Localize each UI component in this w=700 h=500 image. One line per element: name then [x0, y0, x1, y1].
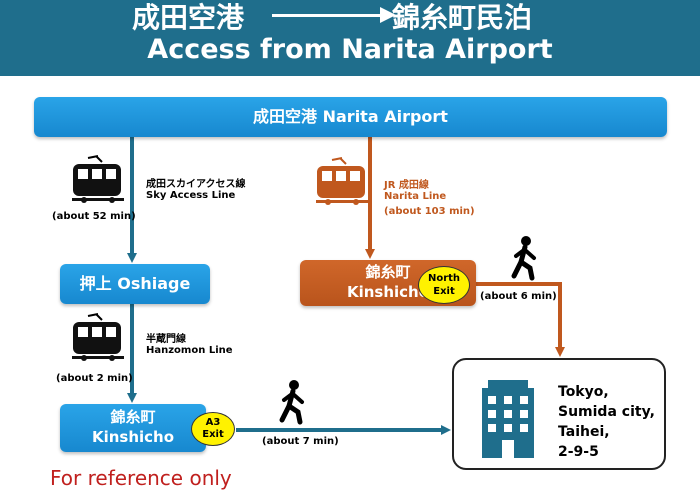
label-hanzomon-time: (about 2 min): [56, 373, 133, 384]
destination-line: Tokyo,: [558, 384, 609, 400]
destination-line: Taihei,: [558, 424, 610, 440]
label-hanzomon-en: Hanzomon Line: [146, 345, 233, 356]
reference-note: For reference only: [50, 466, 232, 490]
header-banner: 成田空港 錦糸町民泊 Access from Narita Airport: [0, 0, 700, 76]
node-kinshicho-subway-jp: 錦糸町: [110, 408, 156, 426]
arrow-north-walk-to-destination: [472, 282, 565, 357]
badge-a3-exit: A3 Exit: [191, 412, 235, 446]
title-from: 成田空港: [132, 1, 245, 34]
node-kinshicho-jr-jp: 錦糸町: [365, 263, 411, 281]
label-sky-access-en: Sky Access Line: [146, 190, 236, 201]
title-arrow-icon: [272, 7, 396, 23]
destination-box: Tokyo, Sumida city, Taihei, 2-9-5: [452, 358, 666, 470]
label-jr-narita-jp: JR 成田線: [384, 180, 429, 191]
badge-a3-exit-line2: Exit: [202, 429, 224, 440]
node-narita-airport: 成田空港 Narita Airport: [34, 97, 667, 137]
title-subtitle: Access from Narita Airport: [147, 34, 553, 65]
walking-person-icon: [279, 380, 304, 425]
train-icon: [72, 313, 124, 361]
label-walk-north-time: (about 6 min): [480, 291, 557, 302]
label-sky-access-time: (about 52 min): [52, 211, 136, 222]
label-hanzomon-jp: 半蔵門線: [146, 334, 186, 345]
node-kinshicho-jr-en: Kinshicho: [346, 283, 430, 301]
train-icon: [316, 157, 368, 205]
destination-line: 2-9-5: [558, 444, 599, 460]
badge-north-exit-line1: North: [427, 273, 461, 284]
destination-address: Tokyo, Sumida city, Taihei, 2-9-5: [558, 382, 655, 462]
title-route: 成田空港 錦糸町民泊: [0, 0, 700, 34]
train-icon: [72, 155, 124, 203]
walking-person-icon: [511, 236, 536, 281]
destination-line: Sumida city,: [558, 404, 655, 420]
label-sky-access-jp: 成田スカイアクセス線: [146, 179, 246, 190]
node-kinshicho-subway-en: Kinshicho: [91, 428, 175, 446]
node-kinshicho-subway: 錦糸町 Kinshicho: [60, 404, 206, 452]
badge-north-exit-line2: Exit: [433, 286, 455, 297]
title-to: 錦糸町民泊: [392, 1, 533, 34]
label-jr-narita-time: (about 103 min): [384, 206, 475, 217]
badge-north-exit: North Exit: [418, 266, 470, 304]
node-oshiage: 押上 Oshiage: [60, 264, 210, 304]
building-icon: [482, 380, 534, 458]
label-walk-a3-time: (about 7 min): [262, 436, 339, 447]
label-jr-narita-en: Narita Line: [384, 191, 447, 202]
badge-a3-exit-line1: A3: [205, 417, 221, 428]
